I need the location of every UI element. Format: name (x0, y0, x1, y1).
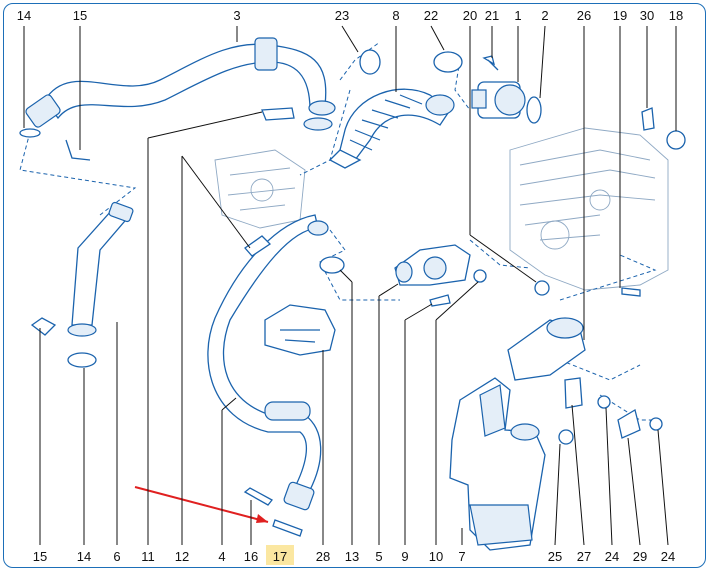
highlight-box (266, 545, 294, 565)
bracket-27 (564, 377, 583, 409)
callout-22: 22 (424, 8, 438, 23)
callout-17: 17 (273, 549, 287, 564)
callout-28: 28 (316, 549, 330, 564)
hose-3 (44, 43, 327, 120)
callout-14-bottom: 14 (77, 549, 91, 564)
ring-14-upper (19, 128, 41, 138)
bracket-11 (244, 235, 272, 257)
bottom-callouts: 15 14 6 11 12 4 16 17 28 13 5 9 10 7 25 … (33, 549, 675, 564)
callout-23: 23 (335, 8, 349, 23)
housing-7 (449, 377, 546, 551)
clip-16 (243, 487, 273, 506)
callout-2: 2 (541, 8, 548, 23)
callout-9: 9 (401, 549, 408, 564)
callout-11: 11 (141, 549, 155, 564)
maf-sensor-1 (471, 81, 526, 119)
callout-19: 19 (613, 8, 627, 23)
callout-26: 26 (577, 8, 591, 23)
pointer-arrow (134, 486, 269, 523)
clamp-13 (319, 256, 345, 274)
seal-17 (272, 519, 303, 537)
ring-14-lower (67, 352, 97, 368)
callout-29: 29 (633, 549, 647, 564)
callout-20: 20 (463, 8, 477, 23)
callout-6: 6 (113, 549, 120, 564)
grommet-25 (558, 429, 574, 445)
callout-25: 25 (548, 549, 562, 564)
nut-24-a (597, 395, 611, 409)
callout-7: 7 (458, 549, 465, 564)
bracket-29 (617, 408, 641, 439)
callout-3: 3 (233, 8, 240, 23)
callout-15-top: 15 (73, 8, 87, 23)
callout-15-bottom: 15 (33, 549, 47, 564)
callout-18: 18 (669, 8, 683, 23)
leader-lines (23, 25, 677, 546)
nut-24-b (649, 417, 663, 431)
callout-14-top: 14 (17, 8, 31, 23)
engine-block (214, 127, 669, 291)
bracket-12 (261, 107, 295, 121)
clip-15-upper (65, 139, 91, 161)
clamp-22 (433, 51, 463, 73)
screw-9 (429, 294, 451, 307)
callout-10: 10 (429, 549, 443, 564)
screw-21 (482, 55, 499, 71)
seal-2 (526, 96, 542, 124)
valve-5 (394, 244, 471, 286)
clip-30 (641, 107, 655, 131)
callout-13: 13 (345, 549, 359, 564)
callout-12: 12 (175, 549, 189, 564)
hose-8 (328, 88, 455, 169)
top-callouts: 14 15 3 23 8 22 20 21 1 2 26 19 30 18 (17, 8, 683, 23)
plug-18 (666, 130, 686, 150)
bolt-19 (621, 287, 641, 297)
clip-15-lower (30, 317, 57, 336)
callout-5: 5 (375, 549, 382, 564)
part-20 (534, 280, 550, 296)
callout-27: 27 (577, 549, 591, 564)
callout-24-b: 24 (661, 549, 675, 564)
clamp-23 (359, 49, 381, 75)
callout-21: 21 (485, 8, 499, 23)
callout-4: 4 (218, 549, 225, 564)
callout-1: 1 (514, 8, 521, 23)
callout-24-a: 24 (605, 549, 619, 564)
callout-16: 16 (244, 549, 258, 564)
hose-6 (71, 209, 132, 326)
callout-8: 8 (392, 8, 399, 23)
callout-30: 30 (640, 8, 654, 23)
nut-10 (473, 269, 487, 283)
